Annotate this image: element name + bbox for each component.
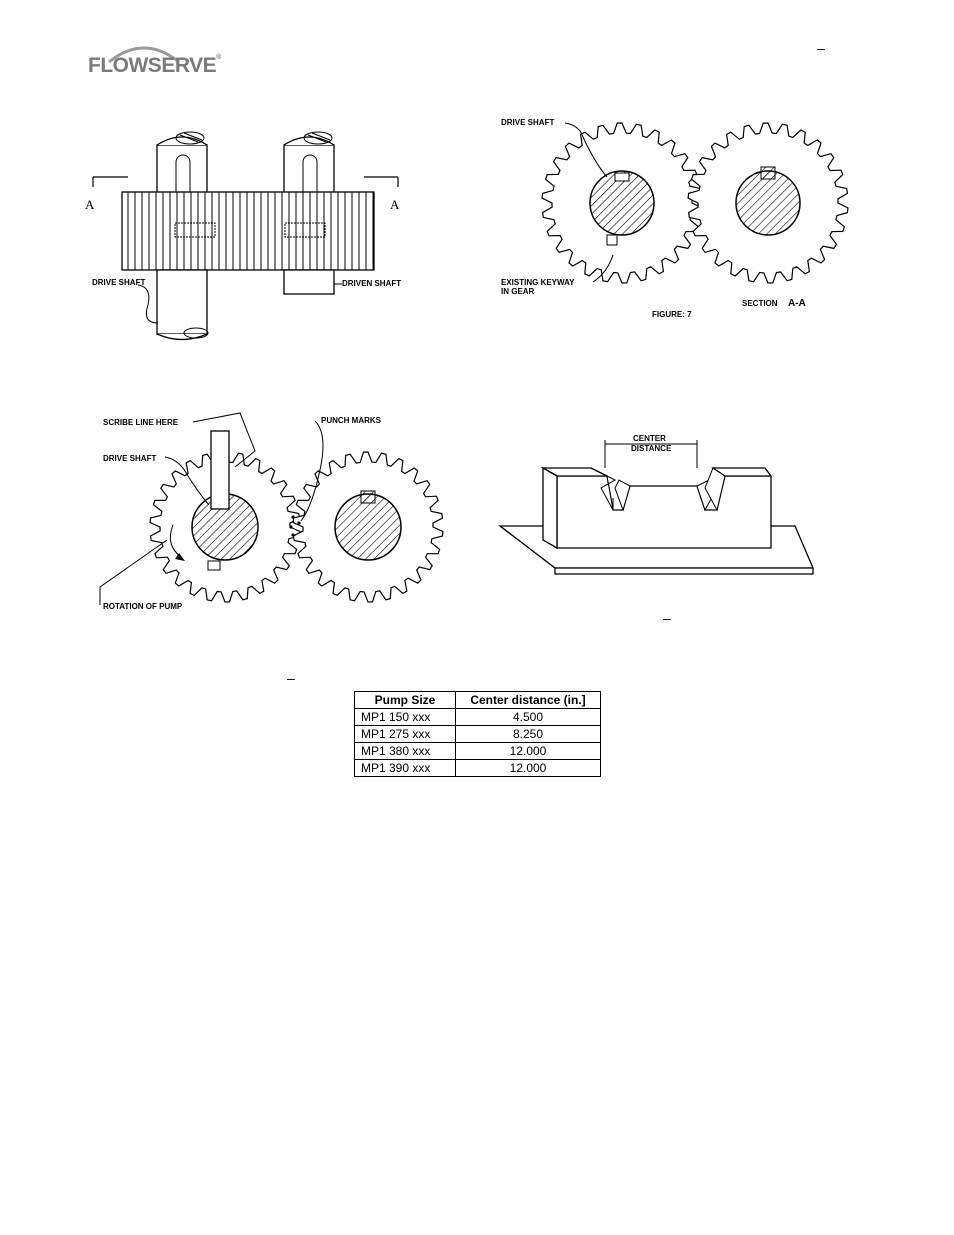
cell-pump-size: MP1 275 xxx (354, 725, 456, 743)
cell-center-distance: 4.500 (455, 708, 601, 726)
label-distance: DISTANCE (631, 444, 672, 453)
header-pump-size: Pump Size (354, 691, 456, 709)
center-distance-table: Pump Size Center distance (in.] MP1 150 … (354, 691, 601, 777)
logo-text: FLOWSERVE (88, 54, 217, 77)
label-existing-keyway-1: EXISTING KEYWAY (501, 278, 575, 287)
section-label: SECTION (742, 299, 778, 308)
corner-dash: – (817, 40, 825, 56)
table-row: MP1 275 xxx 8.250 (354, 725, 601, 743)
label-existing-keyway-2: IN GEAR (501, 287, 535, 296)
cell-pump-size: MP1 380 xxx (354, 742, 456, 760)
table-row: MP1 390 xxx 12.000 (354, 759, 601, 777)
section-aa-label: A-A (788, 298, 806, 309)
figure-caption-dash: – (663, 610, 671, 626)
flowserve-logo: FLOWSERVE® (88, 54, 221, 78)
scribe-punch-gears: SCRIBE LINE HERE DRIVE SHAFT PUNCH MARKS… (99, 412, 444, 611)
logo-arc-icon (108, 46, 180, 64)
section-aa-gears: DRIVE SHAFT EXISTING KEYWAY IN GEAR FIGU… (501, 118, 849, 319)
v-block-fixture: CENTER DISTANCE (498, 434, 814, 575)
cell-pump-size: MP1 390 xxx (354, 759, 456, 777)
logo-registered-mark: ® (216, 54, 221, 61)
table-row: MP1 150 xxx 4.500 (354, 708, 601, 726)
header-center-distance: Center distance (in.] (455, 691, 601, 709)
cell-center-distance: 12.000 (455, 759, 601, 777)
label-drive-shaft: DRIVE SHAFT (103, 454, 156, 463)
label-scribe-line: SCRIBE LINE HERE (103, 418, 179, 427)
figure-label: FIGURE: 7 (652, 310, 692, 319)
label-punch-marks: PUNCH MARKS (321, 416, 382, 425)
table-row: MP1 380 xxx 12.000 (354, 742, 601, 760)
label-driven-shaft: DRIVEN SHAFT (342, 279, 401, 288)
gear-assembly-side-view: A A DRIVE SHAFT DRIVEN SHAFT (85, 131, 401, 341)
label-drive-shaft: DRIVE SHAFT (501, 118, 554, 127)
label-center: CENTER (633, 434, 666, 443)
table-header-row: Pump Size Center distance (in.] (354, 691, 601, 709)
table-caption-dash: – (287, 670, 295, 686)
section-mark-a-left: A (85, 197, 95, 212)
cell-center-distance: 12.000 (455, 742, 601, 760)
section-mark-a-right: A (390, 197, 400, 212)
cell-pump-size: MP1 150 xxx (354, 708, 456, 726)
label-drive-shaft: DRIVE SHAFT (92, 278, 145, 287)
cell-center-distance: 8.250 (455, 725, 601, 743)
label-rotation-of-pump: ROTATION OF PUMP (103, 602, 183, 611)
